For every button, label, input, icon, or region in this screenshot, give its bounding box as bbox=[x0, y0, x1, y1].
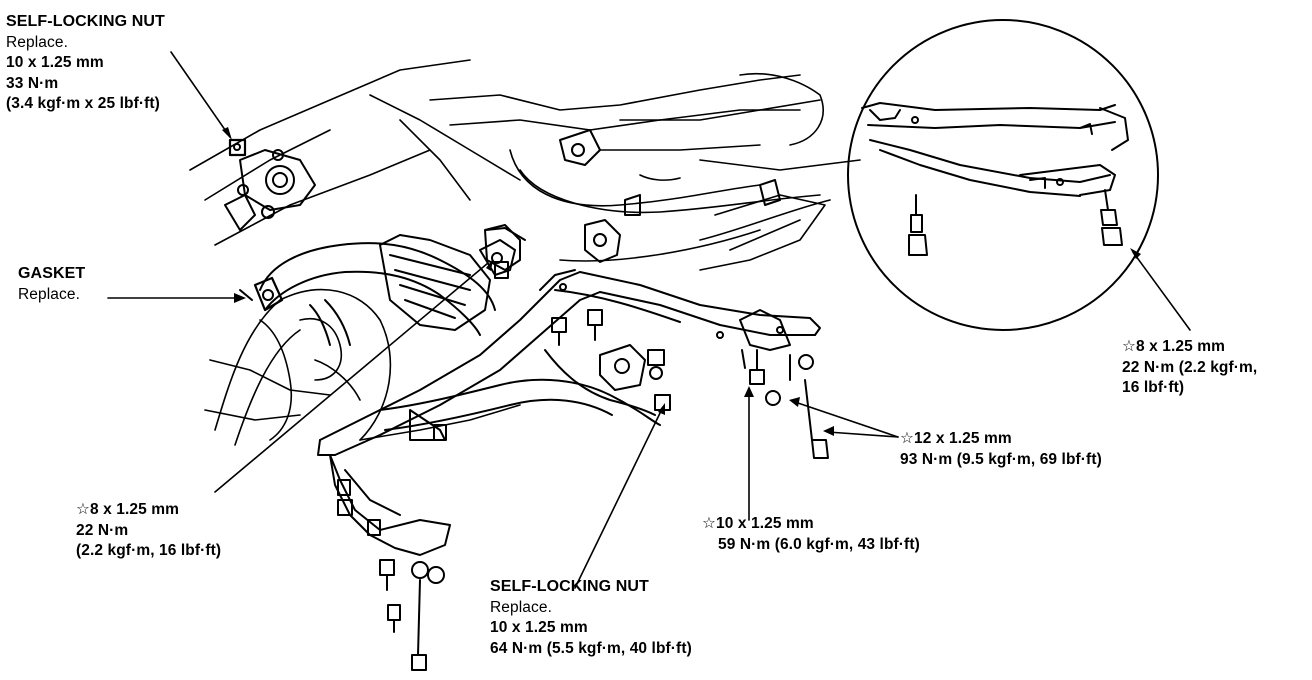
callout-gasket-title: GASKET bbox=[18, 265, 86, 282]
center-bracket bbox=[484, 129, 781, 271]
arrowheads bbox=[222, 127, 1141, 436]
callout-bolt-upper-right-size: 8 x 1.25 mm bbox=[1136, 338, 1225, 355]
suspension-left bbox=[204, 288, 521, 446]
callout-nut-bottom-size: 10 x 1.25 mm bbox=[490, 619, 588, 636]
callout-nut-top-size: 10 x 1.25 mm bbox=[6, 54, 104, 71]
callout-bolt-10-size: 10 x 1.25 mm bbox=[716, 515, 814, 532]
callout-bolt-12-size: 12 x 1.25 mm bbox=[914, 430, 1012, 447]
upper-flange bbox=[224, 138, 316, 231]
callout-nut-bottom-torque: 64 N·m (5.5 kgf·m, 40 lbf·ft) bbox=[490, 639, 692, 657]
chassis-outline bbox=[189, 59, 861, 271]
callout-nut-top-title: SELF-LOCKING NUT bbox=[6, 13, 165, 30]
leader-lines bbox=[107, 51, 1191, 589]
callout-bolt-lower-left-size: 8 x 1.25 mm bbox=[90, 501, 179, 518]
inset-detail bbox=[847, 19, 1159, 331]
callout-nut-top-torque: 33 N·m bbox=[6, 74, 59, 92]
callout-bolt-upper-right-torque-alt: 16 lbf·ft) bbox=[1122, 379, 1185, 396]
callout-bolt-12-size-line: ☆12 x 1.25 mm bbox=[900, 429, 1102, 450]
callout-gasket: GASKET Replace. bbox=[18, 264, 85, 305]
star-outline-icon: ☆ bbox=[1122, 338, 1136, 355]
callout-bolt-12: ☆12 x 1.25 mm 93 N·m (9.5 kgf·m, 69 lbf·… bbox=[900, 429, 1102, 470]
fasteners bbox=[337, 261, 829, 671]
callout-bolt-10-torque: 59 N·m (6.0 kgf·m, 43 lbf·ft) bbox=[718, 535, 920, 553]
star-outline-icon: ☆ bbox=[900, 430, 914, 447]
lower-pipe bbox=[379, 344, 661, 441]
callout-bolt-lower-left-torque: 22 N·m bbox=[76, 521, 129, 539]
callout-nut-top: SELF-LOCKING NUT Replace. 10 x 1.25 mm 3… bbox=[6, 12, 165, 115]
callout-gasket-note: Replace. bbox=[18, 285, 80, 303]
callout-bolt-lower-left: ☆8 x 1.25 mm 22 N·m (2.2 kgf·m, 16 lbf·f… bbox=[76, 500, 221, 562]
callout-nut-bottom-note: Replace. bbox=[490, 598, 552, 616]
callout-bolt-10: ☆10 x 1.25 mm 59 N·m (6.0 kgf·m, 43 lbf·… bbox=[702, 514, 920, 555]
callout-bolt-upper-right-size-line: ☆8 x 1.25 mm bbox=[1122, 337, 1257, 358]
callout-nut-bottom-title: SELF-LOCKING NUT bbox=[490, 578, 649, 595]
subframe-beam bbox=[317, 269, 821, 556]
star-outline-icon: ☆ bbox=[76, 501, 90, 518]
callout-bolt-12-torque: 93 N·m (9.5 kgf·m, 69 lbf·ft) bbox=[900, 450, 1102, 468]
callout-nut-bottom: SELF-LOCKING NUT Replace. 10 x 1.25 mm 6… bbox=[490, 577, 692, 659]
callout-bolt-lower-left-size-line: ☆8 x 1.25 mm bbox=[76, 500, 221, 521]
callout-bolt-lower-left-torque-alt: (2.2 kgf·m, 16 lbf·ft) bbox=[76, 542, 222, 559]
callout-bolt-10-size-line: ☆10 x 1.25 mm bbox=[702, 514, 920, 535]
callout-bolt-upper-right: ☆8 x 1.25 mm 22 N·m (2.2 kgf·m, 16 lbf·f… bbox=[1122, 337, 1257, 399]
callout-nut-top-note: Replace. bbox=[6, 33, 68, 51]
front-pipe-converter bbox=[239, 227, 526, 346]
star-outline-icon: ☆ bbox=[702, 515, 716, 532]
callout-nut-top-torque-alt: (3.4 kgf·m x 25 lbf·ft) bbox=[6, 95, 160, 112]
callout-bolt-upper-right-torque: 22 N·m (2.2 kgf·m, bbox=[1122, 358, 1258, 376]
